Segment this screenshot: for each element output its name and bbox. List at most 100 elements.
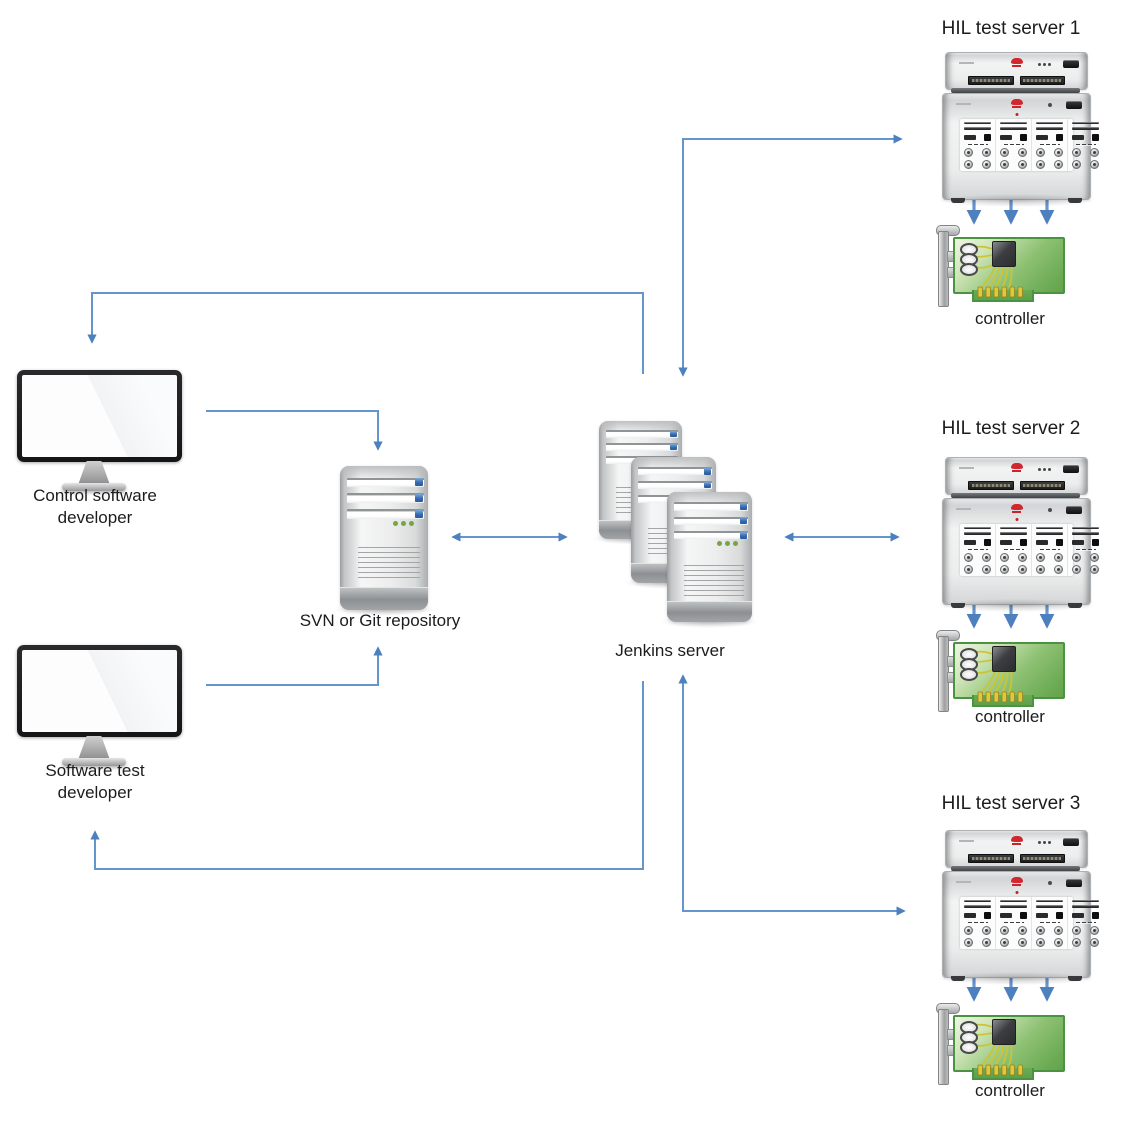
server-tower-body [340, 466, 428, 610]
svn-git-repository-server [332, 466, 436, 616]
drive-slot [347, 493, 424, 503]
hil-server-3-title: HIL test server 3 [941, 793, 1081, 814]
io-channel-group [1032, 524, 1068, 576]
io-channel-group [1032, 897, 1068, 949]
controller-chip [992, 1019, 1016, 1045]
unit-label-text [956, 881, 971, 883]
controller-3-label: controller [975, 1081, 1045, 1100]
status-led [1048, 881, 1052, 885]
controller-chip [992, 646, 1016, 672]
hil-3-top-unit [945, 830, 1088, 868]
hil-3-bottom-unit [935, 871, 1099, 985]
control-developer-monitor [17, 370, 182, 491]
status-leds [1048, 468, 1051, 471]
unit-label-text [956, 103, 971, 105]
connector-jenkins-hil-server-1 [678, 134, 903, 377]
power-button [1063, 465, 1079, 473]
drive-slot [605, 430, 678, 439]
drive-slot [605, 443, 678, 452]
indicator-led [1015, 891, 1018, 894]
io-channel-group [996, 897, 1032, 949]
io-channel-group [960, 524, 996, 576]
indicator-led [1015, 113, 1018, 116]
controller-2-label: controller [975, 707, 1045, 726]
connector-jenkins-hil-server-3 [678, 674, 906, 916]
rack-foot [1068, 198, 1082, 203]
drive-slot [673, 531, 748, 540]
monitor-stand [78, 736, 110, 760]
io-channel-group [996, 119, 1032, 171]
rack-foot [1068, 976, 1082, 981]
vent-lines [357, 546, 421, 582]
repository-label: SVN or Git repository [299, 611, 461, 630]
unit-label-text [959, 62, 974, 64]
drive-slot [637, 480, 712, 490]
hil-2-bottom-unit [935, 498, 1099, 612]
connector-slots [968, 854, 1065, 863]
drive-slot [637, 467, 712, 476]
drive-slot [673, 502, 748, 511]
controller-chip [992, 241, 1016, 267]
indicator-led [1015, 518, 1018, 521]
rack-foot [1068, 603, 1082, 608]
vendor-logo [1010, 99, 1023, 108]
label-line: Control software [33, 486, 157, 505]
io-channel-group [1068, 524, 1103, 576]
controller-1-label: controller [975, 309, 1045, 328]
jenkins-server-tower-front [660, 492, 759, 628]
connector-control-developer-to-repository [206, 410, 383, 451]
power-button [1066, 879, 1082, 887]
monitor-stand [78, 461, 110, 485]
status-led [1048, 103, 1052, 107]
status-led-row [733, 541, 739, 547]
vendor-logo [1010, 58, 1023, 67]
rack-foot [951, 603, 965, 608]
io-panel [960, 524, 1099, 576]
status-led [1048, 508, 1052, 512]
unit-label-text [959, 840, 974, 842]
io-channel-group [960, 897, 996, 949]
monitor-frame [17, 370, 182, 462]
controller-card-3 [936, 1003, 1068, 1091]
hil-1-top-unit [945, 52, 1088, 90]
vendor-logo [1010, 463, 1023, 472]
drive-slot [347, 477, 424, 487]
hil-1-bottom-unit [935, 93, 1099, 207]
io-port [960, 263, 978, 276]
io-channel-group [1068, 897, 1103, 949]
rack-separator [951, 866, 1080, 871]
pcb-traces [973, 1023, 1023, 1076]
unit-label-text [959, 467, 974, 469]
io-channel-group [960, 119, 996, 171]
hil-server-1-title: HIL test server 1 [941, 18, 1081, 39]
vendor-logo [1010, 836, 1023, 845]
power-button [1066, 506, 1082, 514]
monitor-screen [22, 650, 177, 732]
monitor-screen [22, 375, 177, 457]
io-panel [960, 119, 1099, 171]
drive-slot [673, 516, 748, 526]
jenkins-label: Jenkins server [615, 641, 725, 660]
controller-card-1 [936, 225, 1068, 313]
monitor-frame [17, 645, 182, 737]
io-channel-group [1032, 119, 1068, 171]
io-port [960, 1041, 978, 1054]
controller-card-2 [936, 630, 1068, 718]
label-line: developer [57, 508, 133, 527]
control-developer-label: Control software developer [15, 485, 175, 529]
test-developer-label: Software test developer [15, 760, 175, 804]
connector-slots [968, 76, 1065, 85]
hil-server-2-title: HIL test server 2 [941, 418, 1081, 439]
connector-jenkins-to-control-developer [87, 292, 644, 374]
io-channel-group [996, 524, 1032, 576]
unit-label-text [956, 508, 971, 510]
vendor-logo [1010, 877, 1023, 886]
server-tower-body [667, 492, 752, 622]
drive-slot [347, 509, 424, 519]
status-led-row [408, 520, 414, 526]
monitor-base [62, 483, 126, 491]
connector-test-developer-to-repository [206, 646, 383, 686]
status-leds [1048, 841, 1051, 844]
power-button [1063, 838, 1079, 846]
